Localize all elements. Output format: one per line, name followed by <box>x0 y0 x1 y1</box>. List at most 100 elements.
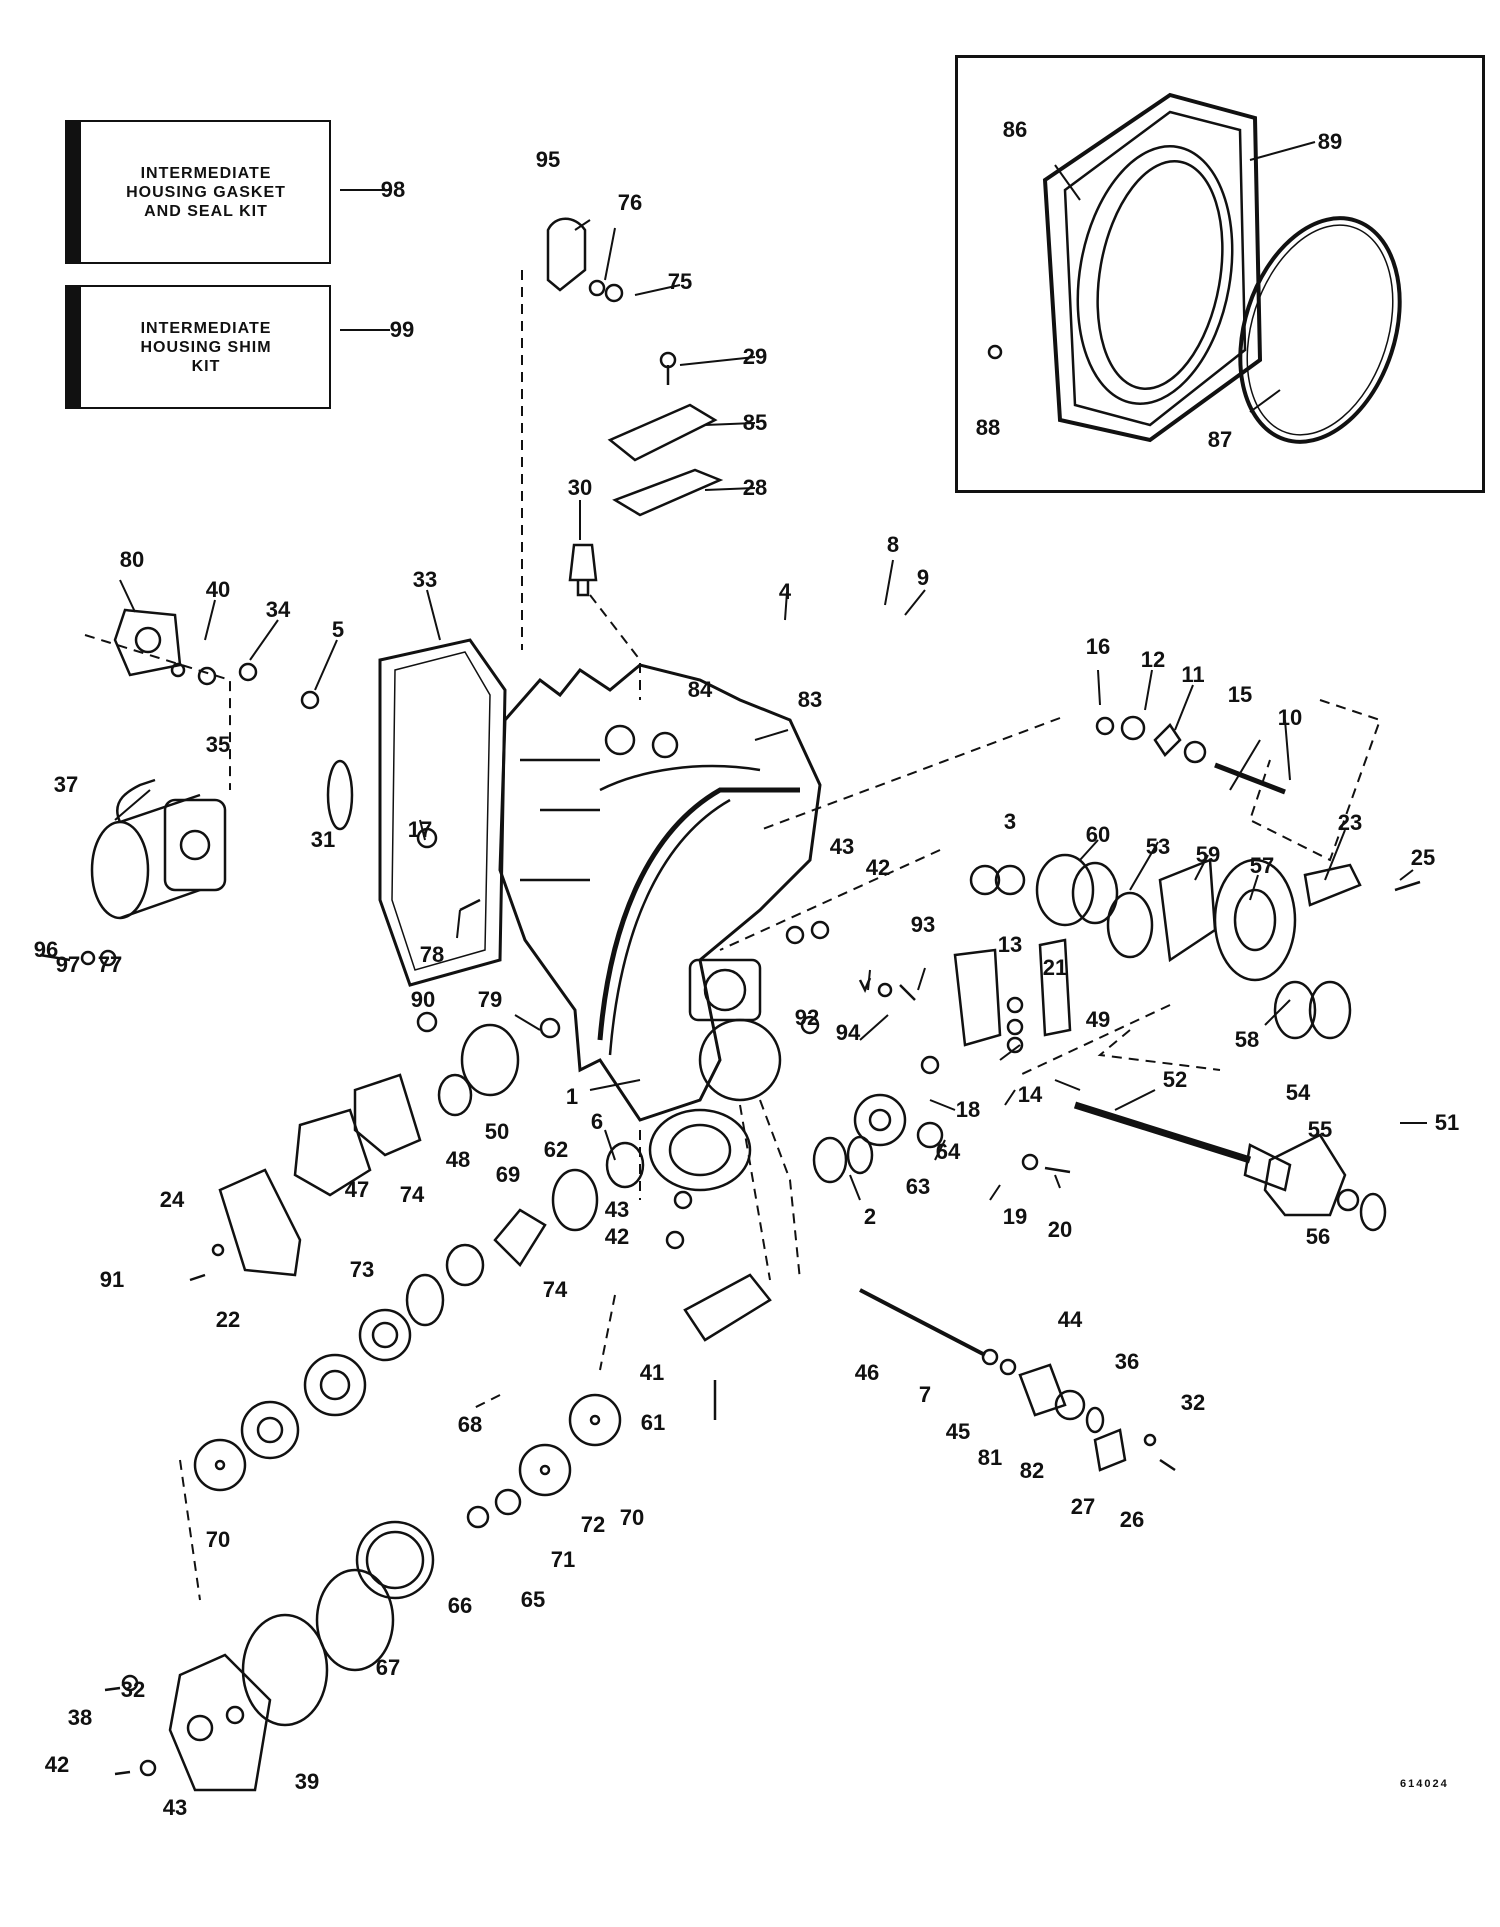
kit-label: INTERMEDIATE HOUSING SHIM KIT <box>140 319 272 375</box>
callout-60: 60 <box>1085 822 1111 847</box>
gasket-74 <box>353 1073 422 1157</box>
callout-39: 39 <box>294 1769 320 1794</box>
o-ring-67 <box>241 1613 329 1727</box>
callout-56: 56 <box>1305 1224 1331 1249</box>
callout-80: 80 <box>119 547 145 572</box>
callout-87: 87 <box>1207 427 1233 452</box>
callout-15: 15 <box>1227 682 1253 707</box>
retainer-59 <box>1158 858 1217 963</box>
callout-92: 92 <box>794 1005 820 1030</box>
callout-46: 46 <box>854 1360 880 1385</box>
callout-86: 86 <box>1002 117 1028 142</box>
callout-42: 42 <box>604 1224 630 1249</box>
callout-94: 94 <box>835 1020 861 1045</box>
callout-96: 96 <box>33 937 59 962</box>
drawing-code: 614024 <box>1400 1778 1449 1790</box>
callout-72: 72 <box>580 1512 606 1537</box>
callout-49: 49 <box>1085 1007 1111 1032</box>
callout-29: 29 <box>742 344 768 369</box>
callout-32: 32 <box>1180 1390 1206 1415</box>
callout-55: 55 <box>1307 1117 1333 1142</box>
callout-11: 11 <box>1181 662 1205 687</box>
callout-16: 16 <box>1085 634 1111 659</box>
callout-48: 48 <box>445 1147 471 1172</box>
callout-45: 45 <box>945 1419 971 1444</box>
shim-kit-box: INTERMEDIATE HOUSING SHIM KIT <box>65 285 331 409</box>
callout-28: 28 <box>742 475 768 500</box>
callout-69: 69 <box>495 1162 521 1187</box>
solenoid <box>90 778 227 920</box>
callout-90: 90 <box>410 987 436 1012</box>
callout-78: 78 <box>419 942 445 967</box>
cover-22 <box>218 1168 302 1277</box>
callout-18: 18 <box>955 1097 981 1122</box>
callout-83: 83 <box>797 687 823 712</box>
kit-callout-98: 98 <box>380 177 406 202</box>
spring-81 <box>1018 1363 1067 1417</box>
callout-73: 73 <box>349 1257 375 1282</box>
callout-70: 70 <box>205 1527 231 1552</box>
bushing-50 <box>460 1023 520 1097</box>
callout-75: 75 <box>667 269 693 294</box>
callout-37: 37 <box>53 772 79 797</box>
callout-53: 53 <box>1145 834 1171 859</box>
pinion-69 <box>493 1208 547 1267</box>
plate-85 <box>607 403 718 462</box>
callout-68: 68 <box>457 1412 483 1437</box>
callout-64: 64 <box>935 1139 961 1164</box>
callout-79: 79 <box>477 987 503 1012</box>
callout-77: 77 <box>97 952 123 977</box>
cover-gasket <box>378 638 507 987</box>
gasket-28 <box>612 468 724 517</box>
callout-24: 24 <box>159 1187 185 1212</box>
plate-47 <box>293 1108 372 1197</box>
callout-84: 84 <box>687 677 713 702</box>
shift-shaft-52 <box>1073 1101 1252 1164</box>
pump-cover-80 <box>113 608 182 677</box>
callout-81: 81 <box>977 1445 1003 1470</box>
callout-27: 27 <box>1070 1494 1096 1519</box>
callout-8: 8 <box>886 532 900 557</box>
callout-21: 21 <box>1042 955 1068 980</box>
callout-43: 43 <box>829 834 855 859</box>
callout-50: 50 <box>484 1119 510 1144</box>
callout-71: 71 <box>550 1547 576 1572</box>
callout-61: 61 <box>640 1410 666 1435</box>
callout-65: 65 <box>520 1587 546 1612</box>
clutch-dog-54 <box>1263 1133 1347 1217</box>
callout-23: 23 <box>1337 810 1363 835</box>
callout-30: 30 <box>567 475 593 500</box>
gasket-seal-kit-box: INTERMEDIATE HOUSING GASKET AND SEAL KIT <box>65 120 331 264</box>
callout-57: 57 <box>1249 853 1275 878</box>
callout-74: 74 <box>399 1182 425 1207</box>
callout-85: 85 <box>742 410 768 435</box>
callout-26: 26 <box>1119 1507 1145 1532</box>
boot-seal <box>1042 92 1263 443</box>
callout-31: 31 <box>310 827 336 852</box>
callout-3: 3 <box>1003 809 1017 834</box>
callout-93: 93 <box>910 912 936 937</box>
lever-18 <box>953 948 1002 1047</box>
callout-54: 54 <box>1285 1080 1311 1105</box>
callout-40: 40 <box>205 577 231 602</box>
callout-76: 76 <box>617 190 643 215</box>
plate-21 <box>1038 938 1072 1037</box>
callout-42: 42 <box>865 855 891 880</box>
callout-10: 10 <box>1277 705 1303 730</box>
bracket-95 <box>546 217 587 292</box>
ring-gear-65 <box>355 1520 435 1600</box>
callout-12: 12 <box>1140 647 1166 672</box>
callout-42: 42 <box>44 1752 70 1777</box>
callout-88: 88 <box>975 415 1001 440</box>
callout-52: 52 <box>1162 1067 1188 1092</box>
callout-47: 47 <box>344 1177 370 1202</box>
callout-66: 66 <box>447 1593 473 1618</box>
bracket-41 <box>683 1273 772 1342</box>
callout-38: 38 <box>67 1705 93 1730</box>
intermediate-housing <box>498 663 822 1192</box>
clamp-ring <box>1238 216 1402 444</box>
callout-13: 13 <box>997 932 1023 957</box>
plate-23 <box>1303 863 1362 907</box>
